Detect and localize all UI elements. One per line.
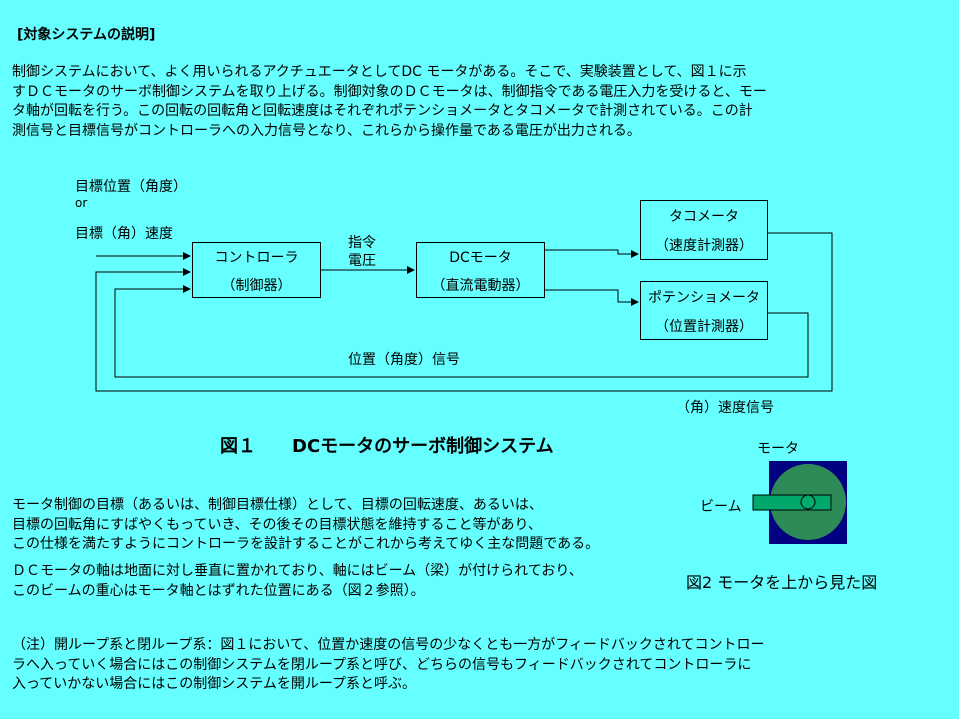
position-feedback-line [114, 285, 809, 378]
controller-title: コントローラ [214, 250, 299, 266]
velocity-signal-label: （角）速度信号 [676, 400, 774, 416]
goal-line: この仕様を満たすようにコントローラを設計することがこれから考えてゆく主な問題であ… [12, 536, 600, 552]
goal-line: 目標の回転角にすばやくもっていき、その後その目標状態を維持すること等があり、 [12, 516, 542, 533]
beam-label: ビーム [700, 499, 742, 515]
target-position-label: 目標位置（角度） [75, 179, 187, 195]
goal-line: モータ制御の目標（あるいは、制御目標仕様）として、目標の回転速度、あるいは、 [12, 497, 543, 513]
potentiometer-title: ポテンショメータ [648, 290, 760, 306]
control-goal-paragraph: モータ制御の目標（あるいは、制御目標仕様）として、目標の回転速度、あるいは、 目… [12, 496, 599, 555]
potentiometer-block: ポテンショメータ （位置計測器） [640, 281, 768, 340]
note-line: （注）開ループ系と閉ループ系：図１において、位置か速度の信号の少なくとも一方がフ… [12, 637, 765, 653]
tachometer-subtitle: （速度計測器） [655, 238, 753, 254]
dc-motor-title: DCモータ [449, 250, 512, 266]
note-paragraph: （注）開ループ系と閉ループ系：図１において、位置か速度の信号の少なくとも一方がフ… [12, 636, 765, 695]
controller-subtitle: （制御器） [221, 278, 292, 294]
dc-motor-subtitle: （直流電動器） [431, 278, 530, 294]
motor-to-potentiometer-arrow [545, 289, 639, 306]
tachometer-block: タコメータ （速度計測器） [640, 200, 768, 260]
potentiometer-subtitle: （位置計測器） [655, 319, 753, 335]
tachometer-title: タコメータ [669, 209, 739, 225]
dc-motor-block: DCモータ （直流電動器） [416, 242, 545, 298]
command-label: 指令 [348, 235, 376, 251]
note-line: ラへ入っていく場合にはこの制御システムを閉ループ系と呼び、どちらの信号もフィード… [12, 656, 752, 673]
note-line: 入っていかない場合にはこの制御システムを開ループ系と呼ぶ。 [12, 676, 417, 692]
intro-line: すＤＣモータのサーボ制御システムを取り上げる。制御対象のＤＣモータは、制御指令で… [12, 83, 767, 100]
target-velocity-label: 目標（角）速度 [75, 226, 173, 242]
figure2-caption: 図2 モータを上から見た図 [686, 573, 878, 592]
or-label: or [75, 196, 88, 210]
intro-line: 測信号と目標信号がコントローラへの入力信号となり、これらから操作量である電圧が出… [12, 122, 641, 139]
beam-paragraph: ＤＣモータの軸は地面に対し垂直に置かれており、軸にはビーム（梁）が付けられており… [12, 562, 583, 601]
section-heading: [対象システムの説明] [17, 27, 156, 43]
controller-block: コントローラ （制御器） [192, 242, 321, 298]
motor-label: モータ [757, 441, 799, 457]
figure1-caption: 図１ DCモータのサーボ制御システム [220, 436, 554, 457]
beam-line: ＤＣモータの軸は地面に対し垂直に置かれており、軸にはビーム（梁）が付けられており… [12, 563, 583, 579]
position-signal-label: 位置（角度）信号 [348, 352, 460, 368]
beam-line: このビームの重心はモータ軸とはずれた位置にある（図２参照）。 [12, 582, 425, 599]
intro-line: 制御システムにおいて、よく用いられるアクチュエータとしてDC モータがある。そこ… [12, 64, 747, 80]
motor-to-tachometer-arrow [545, 249, 639, 258]
voltage-label: 電圧 [348, 253, 376, 269]
intro-paragraph: 制御システムにおいて、よく用いられるアクチュエータとしてDC モータがある。そこ… [12, 63, 767, 141]
velocity-feedback-line [95, 232, 833, 392]
intro-line: タ軸が回転を行う。この回転の回転角と回転速度はそれぞれポテンショメータとタコメー… [12, 103, 753, 119]
